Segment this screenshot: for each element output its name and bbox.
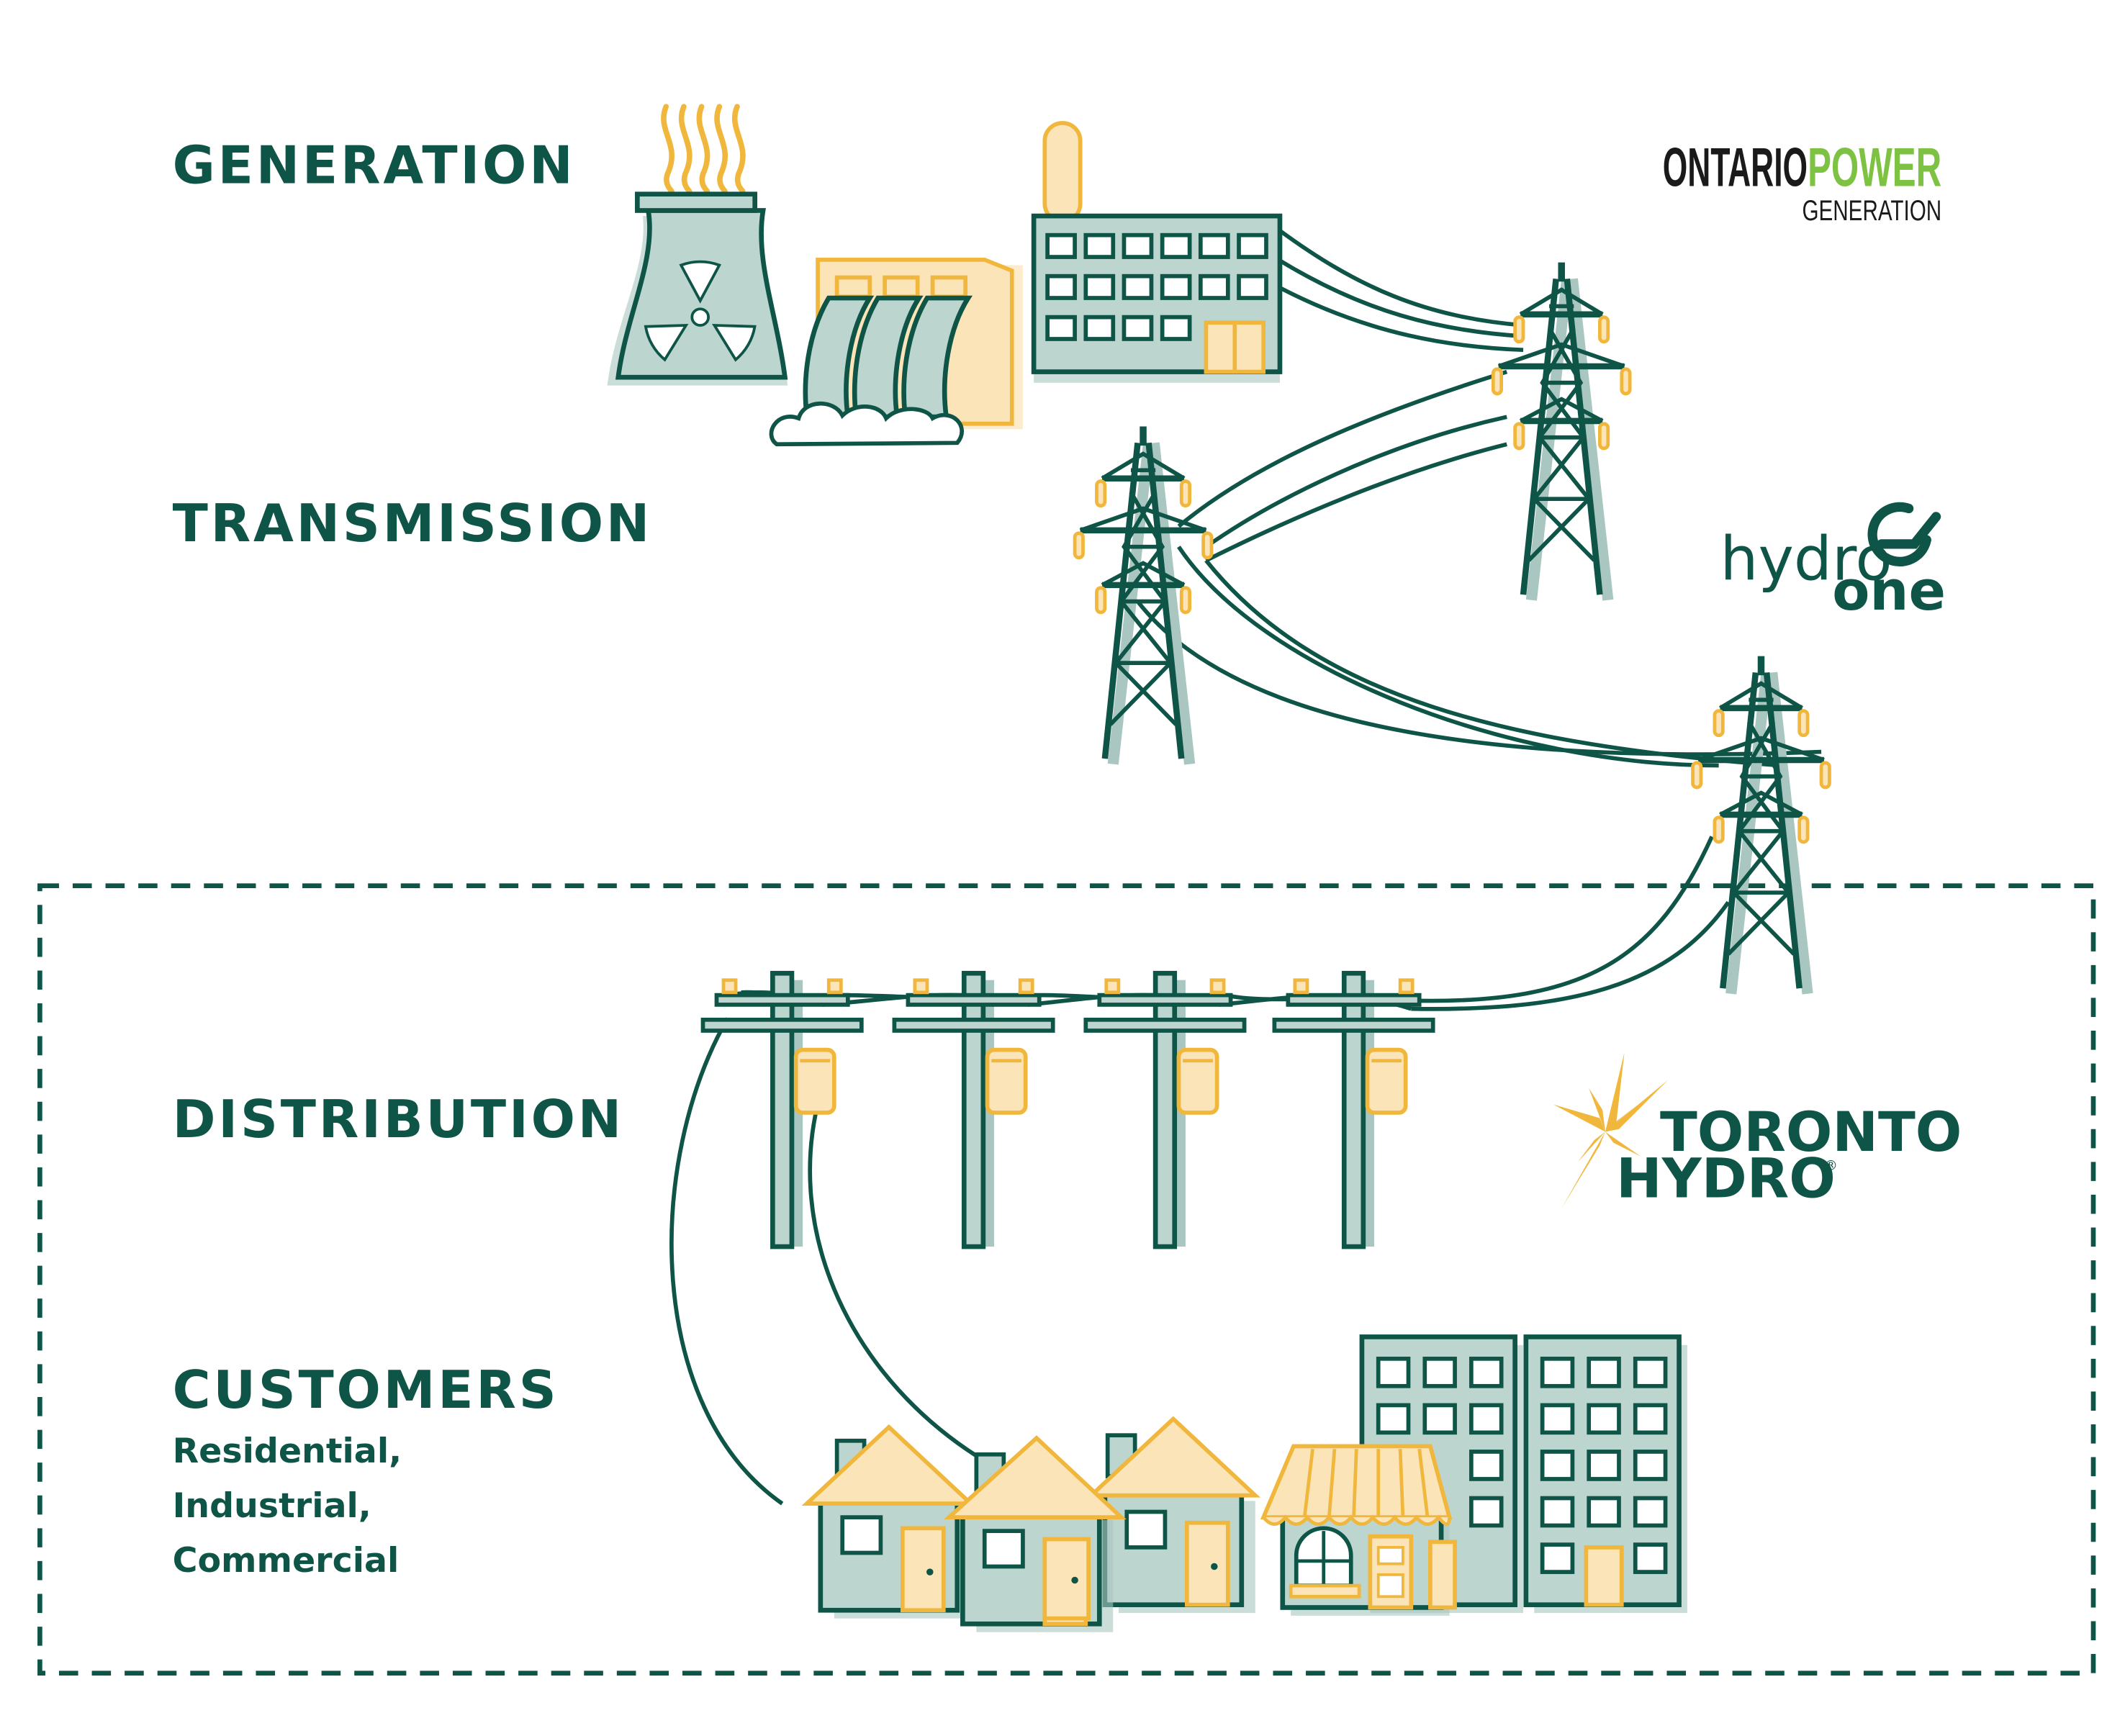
distribution-boundary	[37, 883, 2096, 1676]
svg-text:ONTARIO: ONTARIO	[1663, 137, 1808, 198]
label-industrial: Industrial,	[173, 1486, 371, 1526]
transmission-tower-1	[1493, 263, 1630, 600]
svg-text:TORONTO: TORONTO	[1660, 1100, 1962, 1164]
svg-text:®: ®	[1824, 1158, 1838, 1174]
utility-pole-2	[894, 973, 1052, 1247]
toronto-hydro-logo: TORONTO HYDRO ®	[1553, 1052, 1962, 1211]
house-right-icon	[1086, 1416, 1261, 1613]
transmission-tower-2	[1075, 427, 1212, 764]
label-transmission: TRANSMISSION	[173, 494, 652, 554]
label-commercial: Commercial	[173, 1541, 400, 1581]
utility-pole-1	[703, 973, 862, 1247]
label-generation: GENERATION	[173, 135, 576, 196]
transmission-tower-3	[1693, 656, 1830, 994]
hydro-one-symbol-icon	[1867, 502, 1941, 566]
svg-text:one: one	[1832, 559, 1946, 623]
utility-pole-4	[1274, 973, 1433, 1247]
label-customers: CUSTOMERS	[173, 1360, 559, 1421]
label-distribution: DISTRIBUTION	[173, 1090, 624, 1150]
hydro-dam-icon	[769, 258, 1023, 447]
ontario-power-generation-logo: ONTARIO POWER GENERATION	[1663, 137, 1941, 226]
svg-text:hydro: hydro	[1720, 523, 1892, 594]
label-residential: Residential,	[173, 1432, 402, 1471]
storefront-icon	[1260, 1444, 1457, 1616]
house-left-icon	[801, 1424, 976, 1619]
utility-pole-3	[1086, 973, 1244, 1247]
apartment-building-right-icon	[1523, 1334, 1687, 1614]
factory-icon	[1031, 121, 1283, 383]
svg-text:GENERATION: GENERATION	[1802, 195, 1941, 227]
svg-text:HYDRO: HYDRO	[1616, 1147, 1836, 1211]
hydro-one-logo: hydro one	[1720, 502, 1946, 623]
nuclear-plant-icon	[607, 104, 788, 386]
house-center-icon	[943, 1435, 1127, 1632]
svg-text:POWER: POWER	[1808, 137, 1941, 198]
